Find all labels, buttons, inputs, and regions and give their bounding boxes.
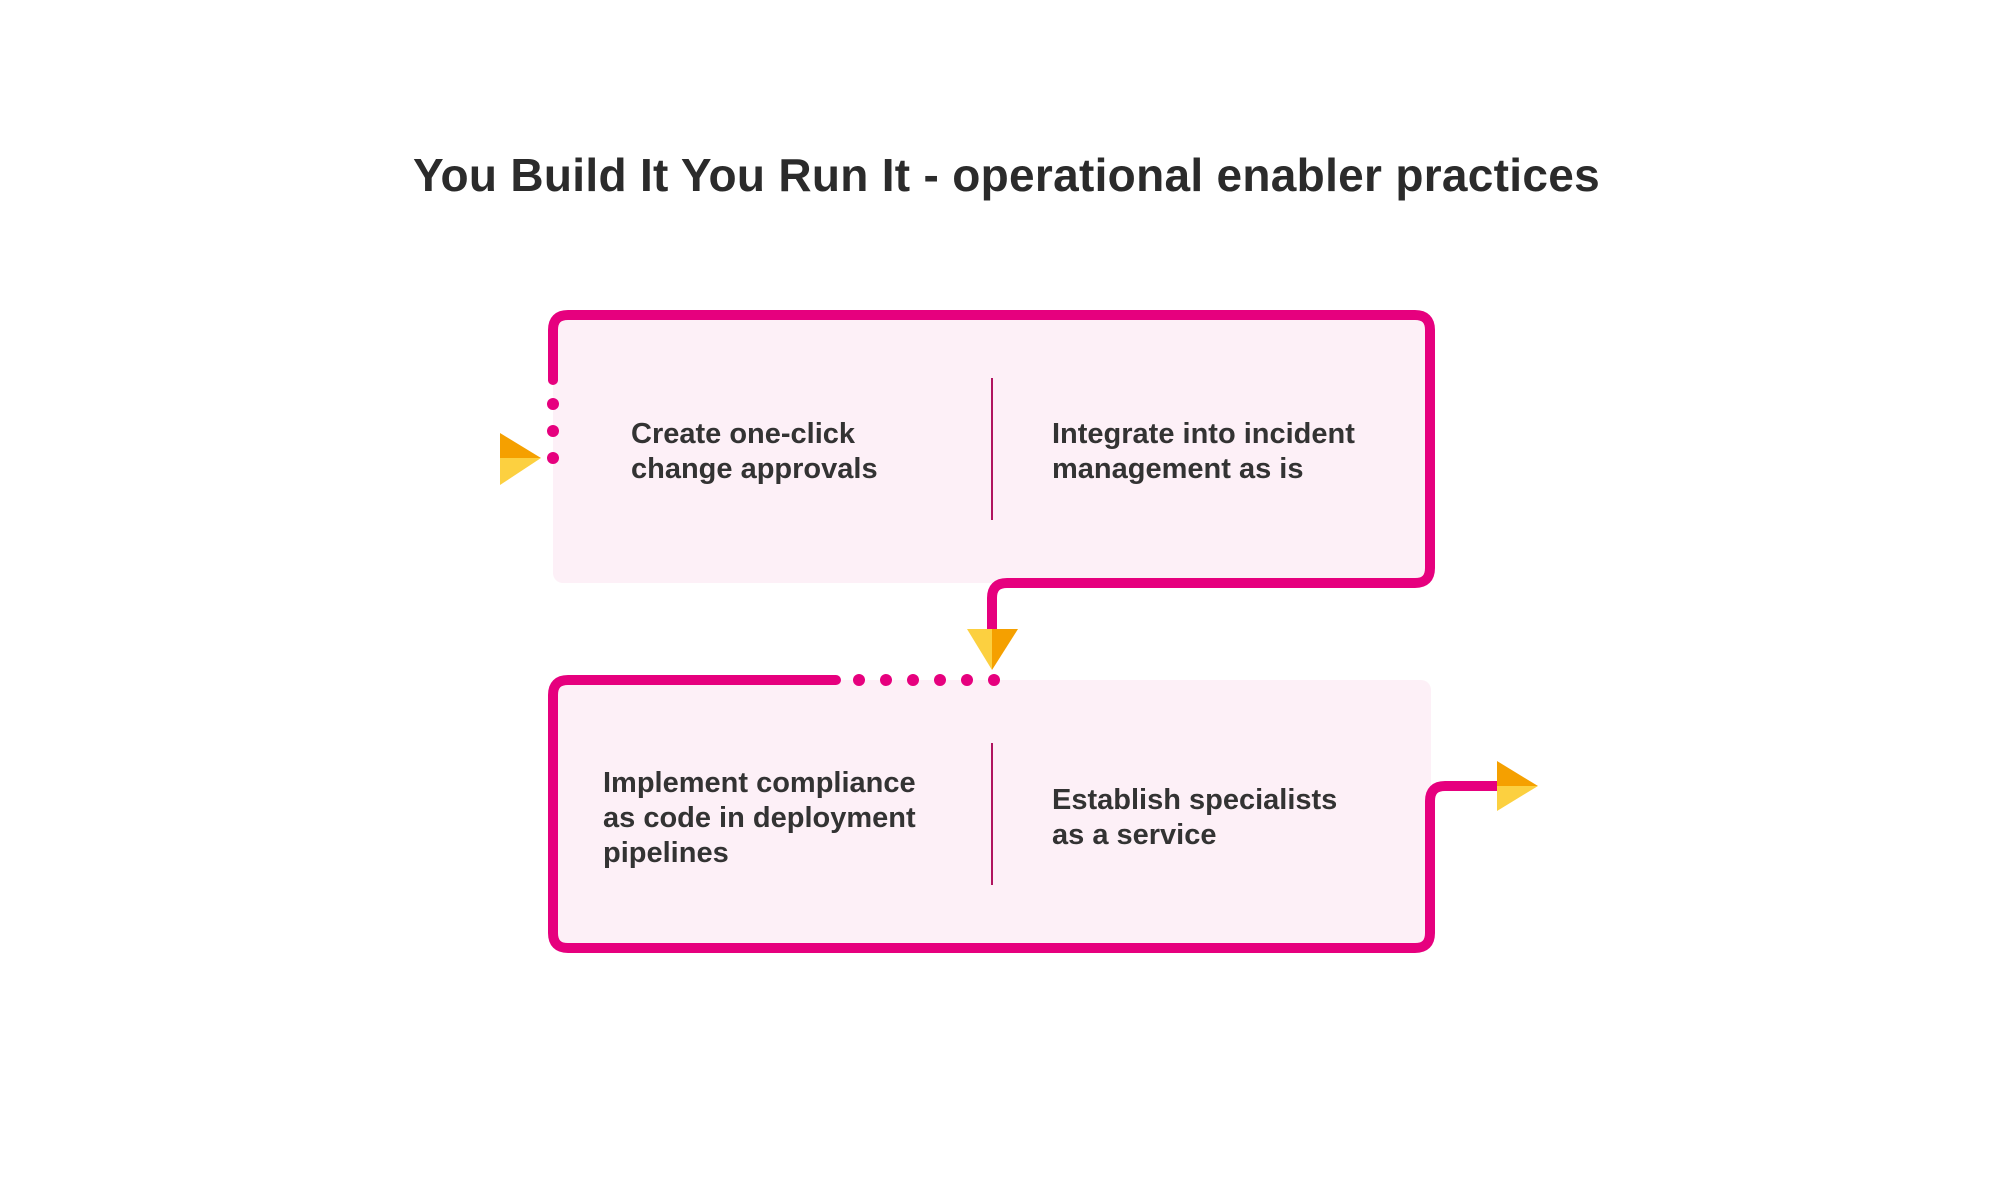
row-2-dots <box>853 674 1000 686</box>
step-1-label: Create one-click change approvals <box>631 418 878 485</box>
step-2-label: Integrate into incident management as is <box>1052 418 1363 485</box>
step-3-label: Implement compliance as code in deployme… <box>603 767 924 869</box>
page-title: You Build It You Run It - operational en… <box>412 149 1601 201</box>
down-arrow-icon <box>967 629 1018 670</box>
end-arrow-icon <box>1497 761 1538 811</box>
step-4-label: Establish specialists as a service <box>1052 784 1345 851</box>
start-arrow-icon <box>500 433 541 485</box>
row-1-dots <box>547 398 559 464</box>
row-2-path <box>548 675 1505 953</box>
row-1-path <box>548 310 1435 638</box>
